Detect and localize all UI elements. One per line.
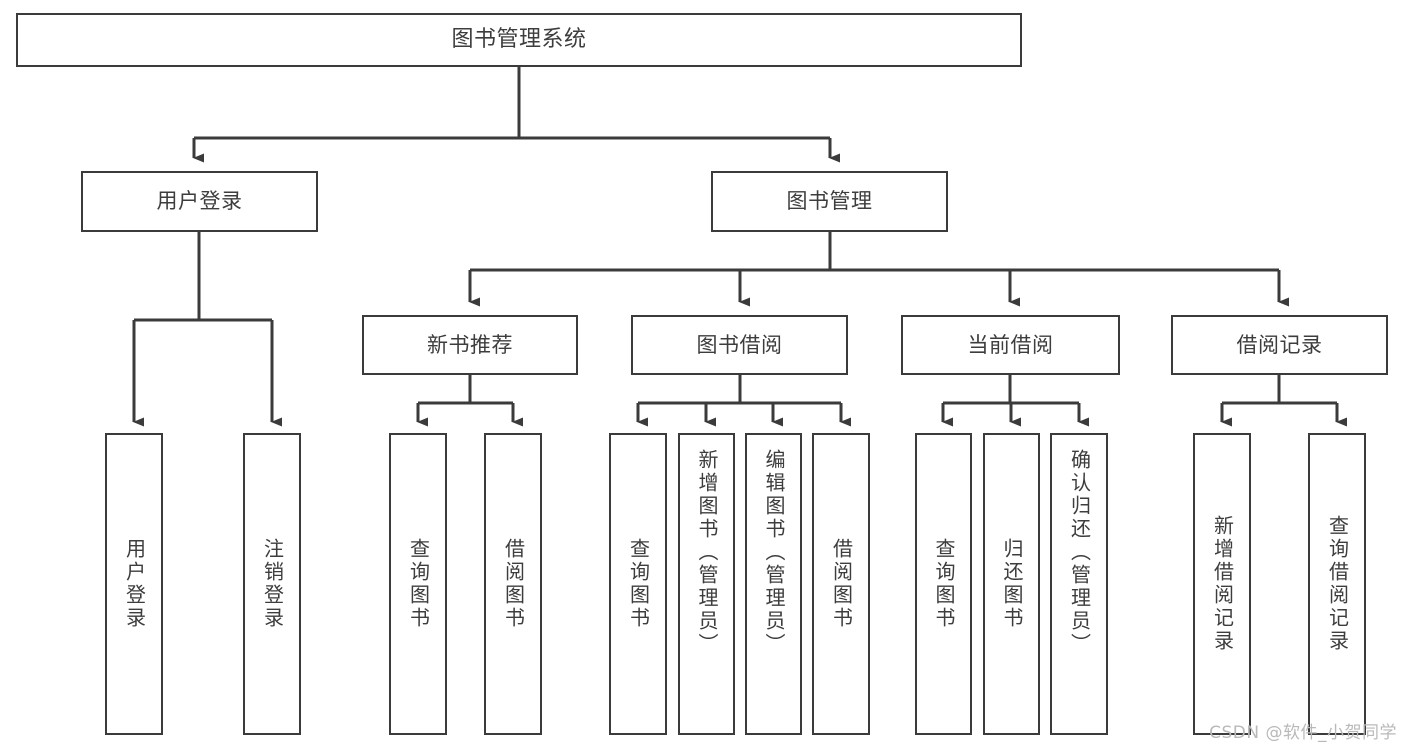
node-leaf-add-book-label: 新增图书（管理员） bbox=[695, 449, 719, 656]
node-leaf-query-record[interactable]: 查询借阅记录 bbox=[1308, 433, 1366, 735]
node-borrow-record-label: 借阅记录 bbox=[1236, 332, 1323, 357]
node-leaf-user-logout[interactable]: 注销登录 bbox=[243, 433, 301, 735]
node-leaf-query-book-1-label: 查询图书 bbox=[406, 538, 431, 630]
node-leaf-borrow-book-1-label: 借阅图书 bbox=[501, 538, 526, 630]
node-leaf-query-record-label: 查询借阅记录 bbox=[1325, 515, 1350, 653]
node-book-manage-label: 图书管理 bbox=[786, 189, 873, 214]
node-user-login-label: 用户登录 bbox=[156, 189, 243, 214]
node-leaf-query-book-2[interactable]: 查询图书 bbox=[609, 433, 667, 735]
node-book-borrow-label: 图书借阅 bbox=[696, 332, 783, 357]
node-book-borrow[interactable]: 图书借阅 bbox=[631, 315, 848, 375]
node-leaf-edit-book-label: 编辑图书（管理员） bbox=[762, 449, 786, 656]
node-new-book-rec-label: 新书推荐 bbox=[427, 332, 513, 357]
node-user-login[interactable]: 用户登录 bbox=[81, 171, 318, 232]
node-leaf-query-book-3[interactable]: 查询图书 bbox=[915, 433, 972, 735]
node-leaf-borrow-book-2[interactable]: 借阅图书 bbox=[812, 433, 870, 735]
node-root[interactable]: 图书管理系统 bbox=[16, 13, 1022, 67]
node-leaf-add-record-label: 新增借阅记录 bbox=[1210, 515, 1235, 653]
node-leaf-user-login-label: 用户登录 bbox=[122, 538, 147, 630]
node-borrow-record[interactable]: 借阅记录 bbox=[1171, 315, 1388, 375]
node-leaf-return-book-label: 归还图书 bbox=[1000, 538, 1024, 630]
node-root-label: 图书管理系统 bbox=[451, 27, 587, 53]
node-current-borrow-label: 当前借阅 bbox=[967, 332, 1054, 357]
csdn-watermark: CSDN @软件_小贺同学 bbox=[1209, 723, 1397, 743]
node-leaf-confirm-return[interactable]: 确认归还（管理员） bbox=[1050, 433, 1108, 735]
node-leaf-borrow-book-2-label: 借阅图书 bbox=[829, 538, 854, 630]
node-leaf-user-login[interactable]: 用户登录 bbox=[105, 433, 163, 735]
node-current-borrow[interactable]: 当前借阅 bbox=[901, 315, 1120, 375]
node-book-manage[interactable]: 图书管理 bbox=[711, 171, 948, 232]
node-leaf-return-book[interactable]: 归还图书 bbox=[983, 433, 1040, 735]
node-leaf-borrow-book-1[interactable]: 借阅图书 bbox=[484, 433, 542, 735]
node-leaf-user-logout-label: 注销登录 bbox=[260, 538, 285, 630]
node-leaf-add-book[interactable]: 新增图书（管理员） bbox=[678, 433, 735, 735]
node-leaf-confirm-return-label: 确认归还（管理员） bbox=[1067, 449, 1092, 656]
node-new-book-rec[interactable]: 新书推荐 bbox=[362, 315, 578, 375]
node-leaf-query-book-2-label: 查询图书 bbox=[626, 538, 651, 630]
node-leaf-query-book-1[interactable]: 查询图书 bbox=[389, 433, 447, 735]
node-leaf-edit-book[interactable]: 编辑图书（管理员） bbox=[745, 433, 802, 735]
node-leaf-query-book-3-label: 查询图书 bbox=[932, 538, 956, 630]
node-leaf-add-record[interactable]: 新增借阅记录 bbox=[1193, 433, 1251, 735]
